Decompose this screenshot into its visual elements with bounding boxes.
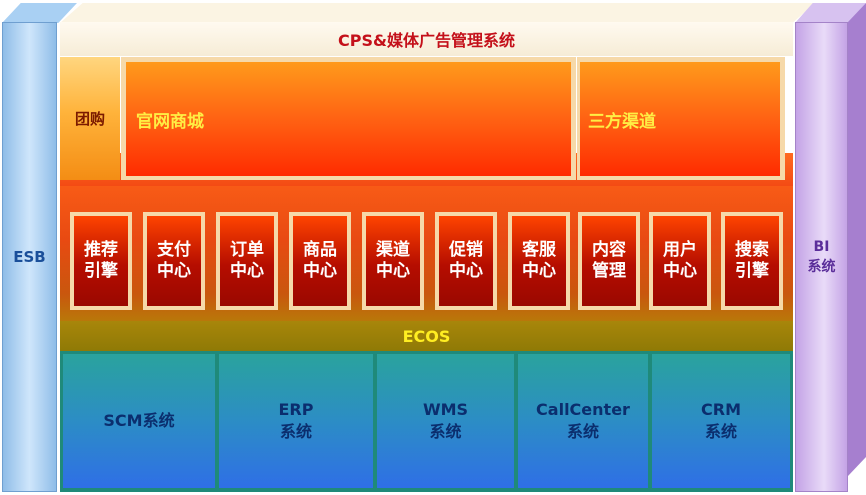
system-wms: WMS 系统 [377, 354, 514, 488]
esb-column-top [2, 3, 77, 23]
service-payment-center: 支付 中心 [143, 212, 205, 310]
system-callcenter: CallCenter 系统 [518, 354, 648, 488]
system-line2: 系统 [704, 422, 737, 441]
service-line2: 中心 [230, 261, 264, 281]
service-product-center: 商品 中心 [289, 212, 351, 310]
ecos-label: ECOS [402, 326, 451, 346]
system-line1: CallCenter [536, 400, 630, 419]
service-line2: 中心 [522, 261, 556, 281]
service-line1: 内容 [592, 240, 626, 260]
system-crm: CRM 系统 [652, 354, 790, 488]
service-customer-center: 客服 中心 [508, 212, 570, 310]
channel-tuangou: 团购 [60, 57, 120, 180]
service-line2: 中心 [376, 261, 410, 281]
channel-guanwang: 官网商城 [126, 62, 571, 176]
system-line2: 系统 [429, 422, 462, 441]
channel-tuangou-label: 团购 [74, 110, 105, 128]
service-line2: 中心 [449, 261, 483, 281]
service-line1: 支付 [157, 240, 191, 260]
service-line1: 商品 [303, 240, 337, 260]
service-content-management: 内容 管理 [578, 212, 640, 310]
service-line1: 客服 [522, 240, 556, 260]
bi-label-line1: BI [813, 239, 830, 255]
service-recommend-engine: 推荐 引擎 [70, 212, 132, 310]
service-order-center: 订单 中心 [216, 212, 278, 310]
system-line1: SCM系统 [103, 411, 175, 430]
service-line1: 用户 [663, 240, 697, 260]
system-erp: ERP 系统 [219, 354, 373, 488]
service-line2: 引擎 [735, 261, 769, 281]
bi-column: BI 系统 [795, 22, 848, 492]
channel-sanfang: 三方渠道 [580, 62, 780, 176]
esb-label: ESB [13, 248, 46, 266]
service-line2: 管理 [592, 261, 626, 281]
service-line2: 引擎 [84, 261, 118, 281]
service-line2: 中心 [157, 261, 191, 281]
service-promotion-center: 促销 中心 [435, 212, 497, 310]
system-line1: CRM [701, 400, 741, 419]
system-line2: 系统 [566, 422, 599, 441]
bi-label-line2: 系统 [807, 259, 836, 275]
service-line1: 订单 [230, 240, 264, 260]
service-user-center: 用户 中心 [649, 212, 711, 310]
system-line1: ERP [278, 400, 314, 419]
system-scm: SCM系统 [63, 354, 215, 488]
cps-bar: CPS&媒体广告管理系统 [60, 22, 793, 56]
service-line1: 渠道 [376, 240, 410, 260]
system-line2: 系统 [279, 422, 312, 441]
channel-sanfang-label: 三方渠道 [588, 111, 656, 132]
bi-column-top [795, 3, 866, 23]
ecos-band: ECOS [60, 321, 793, 351]
service-line2: 中心 [663, 261, 697, 281]
esb-column: ESB [2, 22, 57, 492]
channel-guanwang-label: 官网商城 [136, 111, 204, 132]
service-line2: 中心 [303, 261, 337, 281]
cps-title: CPS&媒体广告管理系统 [338, 31, 515, 50]
service-channel-center: 渠道 中心 [362, 212, 424, 310]
system-line1: WMS [422, 400, 469, 419]
cps-bar-top [60, 3, 815, 23]
service-line1: 促销 [449, 240, 483, 260]
bi-column-side [848, 3, 866, 476]
service-line1: 搜索 [735, 240, 769, 260]
service-search-engine: 搜索 引擎 [721, 212, 783, 310]
service-line1: 推荐 [84, 240, 118, 260]
